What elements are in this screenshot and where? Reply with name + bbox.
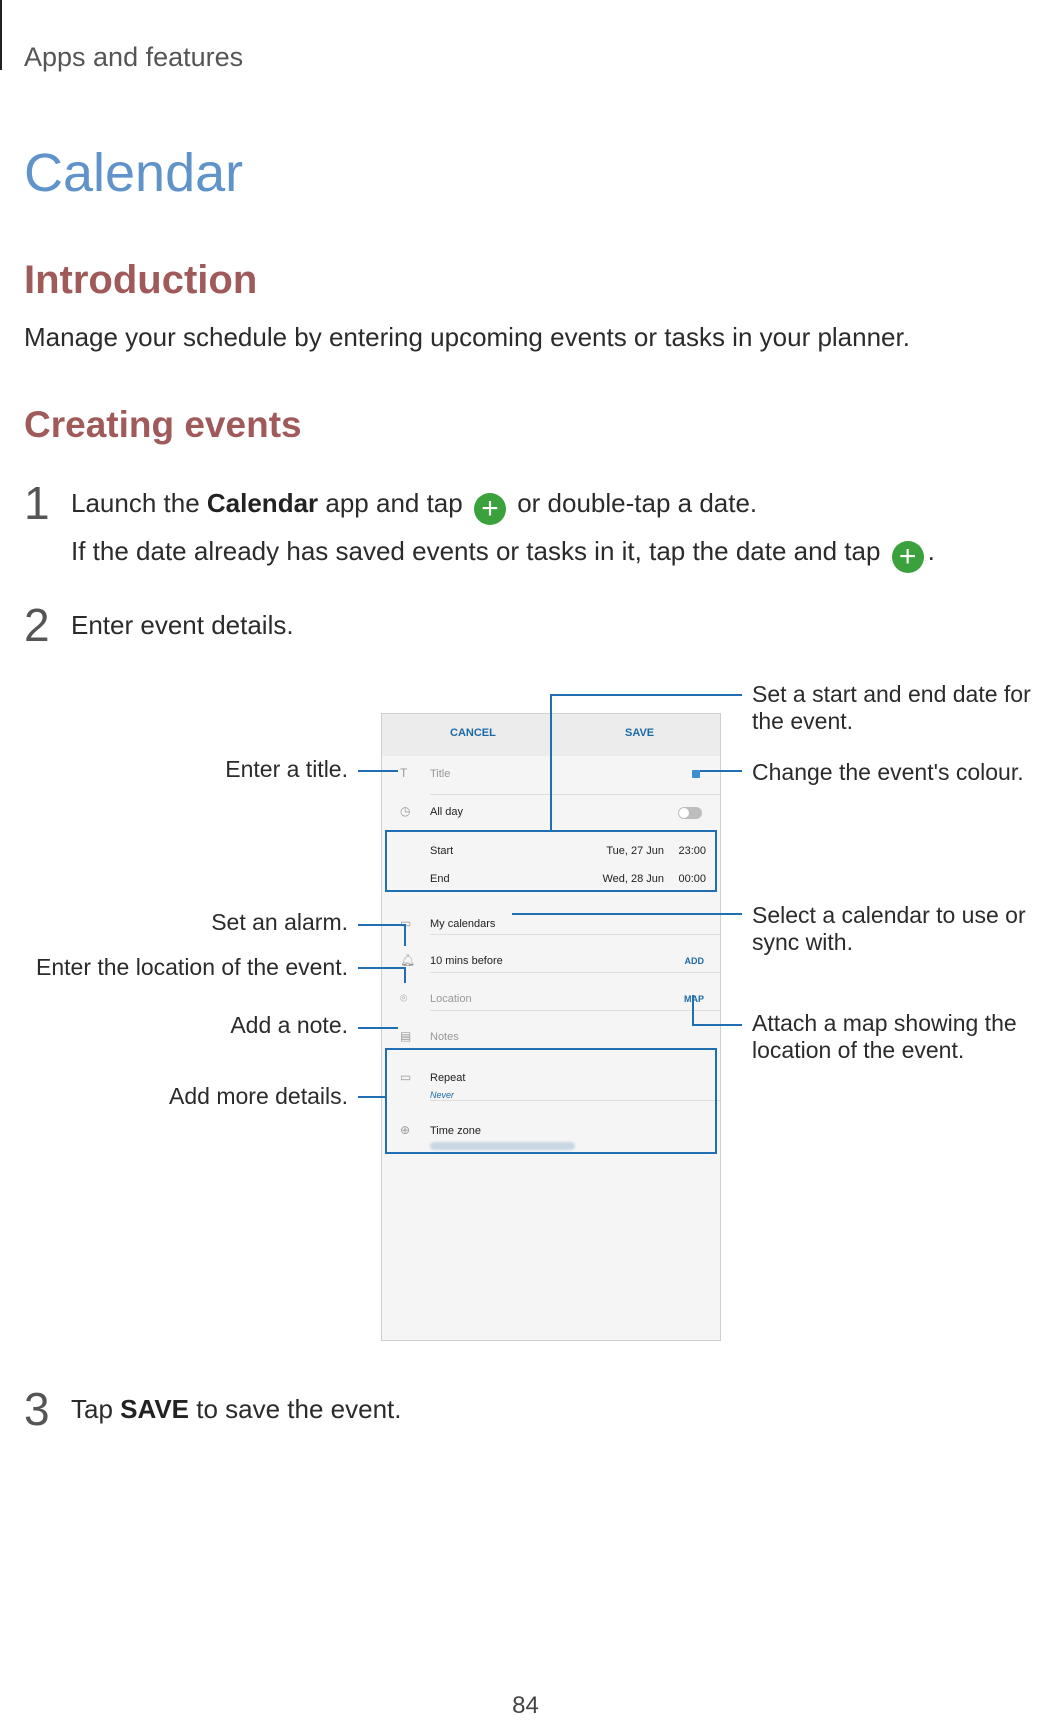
- title-row[interactable]: T Title: [382, 756, 720, 794]
- map-button[interactable]: MAP: [684, 994, 704, 1004]
- calendar-icon: ▭: [400, 916, 412, 930]
- start-time[interactable]: 23:00: [678, 845, 706, 857]
- callout-alarm: Set an alarm.: [211, 909, 348, 935]
- timezone-label: Time zone: [430, 1125, 481, 1137]
- repeat-row[interactable]: ▭ Repeat Never: [382, 1060, 720, 1100]
- callout-note: Add a note.: [230, 1012, 348, 1038]
- step-1-sub-a: If the date already has saved events or …: [71, 536, 888, 566]
- start-label: Start: [430, 845, 454, 857]
- step-1-text: Launch the Calendar app and tap + or dou…: [71, 488, 757, 525]
- location-input[interactable]: Location: [430, 993, 472, 1005]
- calendar-row[interactable]: ▭ My calendars: [382, 906, 720, 944]
- step-3-text-b: to save the event.: [189, 1394, 402, 1424]
- leader-note: [358, 1027, 398, 1029]
- page-number: 84: [512, 1692, 539, 1719]
- callout-calendar: Select a calendar to use or sync with.: [752, 902, 1026, 955]
- start-row[interactable]: Start Tue, 27 Jun 23:00: [382, 833, 720, 871]
- start-date[interactable]: Tue, 27 Jun: [606, 845, 664, 857]
- notes-row[interactable]: ▤ Notes: [382, 1019, 720, 1057]
- step-3-number: 3: [24, 1383, 50, 1435]
- leader-location-h: [358, 967, 406, 969]
- save-button[interactable]: SAVE: [625, 727, 655, 739]
- leader-location-v: [404, 967, 406, 983]
- colour-swatch[interactable]: [692, 770, 700, 778]
- plus-circle-icon: +: [891, 541, 924, 573]
- callout-map: Attach a map showing the location of the…: [752, 1010, 1017, 1063]
- alarm-value[interactable]: 10 mins before: [430, 955, 503, 967]
- leader-date-h: [550, 694, 742, 696]
- notes-icon: ▤: [400, 1029, 412, 1043]
- location-pin-icon: ⌾: [400, 991, 408, 1005]
- page-title: Calendar: [24, 143, 244, 203]
- leader-map-h: [692, 1024, 742, 1026]
- step-2-text: Enter event details.: [71, 610, 294, 640]
- alarm-row[interactable]: 🔔︎ 10 mins before ADD: [382, 943, 720, 981]
- intro-text: Manage your schedule by entering upcomin…: [24, 322, 910, 352]
- callout-location: Enter the location of the event.: [36, 954, 348, 980]
- step-3-text-a: Tap: [71, 1394, 121, 1424]
- leader-date-v: [550, 694, 552, 832]
- leader-alarm-v: [404, 924, 406, 946]
- creating-heading: Creating events: [24, 404, 302, 445]
- end-time[interactable]: 00:00: [678, 873, 706, 885]
- add-alarm-button[interactable]: ADD: [684, 956, 705, 966]
- leader-alarm-h: [358, 924, 406, 926]
- repeat-value[interactable]: Never: [430, 1090, 455, 1100]
- callout-more: Add more details.: [169, 1083, 348, 1109]
- step-1-text-b: app and tap: [318, 488, 470, 518]
- repeat-icon: ▭: [400, 1070, 412, 1084]
- callout-title: Enter a title.: [225, 756, 348, 782]
- step-2-number: 2: [24, 599, 50, 651]
- all-day-label: All day: [430, 806, 464, 818]
- callout-colour: Change the event's colour.: [752, 759, 1024, 785]
- end-date[interactable]: Wed, 28 Jun: [602, 873, 664, 885]
- leader-calendar: [512, 913, 742, 915]
- step-1-sub-b: .: [927, 536, 935, 566]
- date-highlight: [385, 830, 717, 892]
- globe-icon: ⊕: [400, 1123, 411, 1137]
- leader-title: [358, 770, 398, 772]
- step-1-bold: Calendar: [206, 488, 319, 518]
- my-calendars[interactable]: My calendars: [430, 918, 496, 930]
- title-input[interactable]: Title: [430, 768, 451, 780]
- section-header: Apps and features: [24, 42, 244, 72]
- timezone-row[interactable]: ⊕ Time zone: [382, 1113, 720, 1155]
- step-3-text: Tap SAVE to save the event.: [71, 1394, 402, 1425]
- step-1-text-c: or double-tap a date.: [509, 488, 758, 518]
- location-row[interactable]: ⌾ Location MAP: [382, 981, 720, 1019]
- leader-map-v: [692, 995, 694, 1025]
- plus-circle-icon: +: [473, 493, 506, 525]
- intro-heading: Introduction: [24, 258, 258, 302]
- repeat-label: Repeat: [430, 1072, 466, 1084]
- clock-icon: ◷: [400, 804, 411, 818]
- step-1-subtext: If the date already has saved events or …: [71, 536, 935, 573]
- callout-date: Set a start and end date for the event.: [752, 681, 1031, 734]
- step-1-text-a: Launch the: [71, 488, 207, 518]
- step-3-bold: SAVE: [120, 1394, 190, 1424]
- divider: [430, 934, 720, 935]
- leader-more: [358, 1096, 385, 1098]
- end-label: End: [430, 873, 450, 885]
- more-details-highlight: [385, 1048, 717, 1154]
- toggle-knob: [679, 808, 689, 818]
- timezone-value-blurred: [430, 1142, 575, 1150]
- divider: [430, 794, 720, 795]
- title-icon: T: [400, 766, 408, 780]
- all-day-toggle[interactable]: [678, 807, 702, 819]
- all-day-row[interactable]: ◷ All day: [382, 794, 720, 832]
- end-row[interactable]: End Wed, 28 Jun 00:00: [382, 861, 720, 899]
- notes-input[interactable]: Notes: [430, 1031, 459, 1043]
- divider: [430, 1100, 720, 1101]
- step-1-number: 1: [24, 477, 50, 529]
- leader-colour: [700, 770, 742, 772]
- cancel-button[interactable]: CANCEL: [450, 727, 496, 739]
- divider: [430, 1010, 720, 1011]
- header-rule: [0, 0, 2, 70]
- divider: [430, 972, 720, 973]
- bell-icon: 🔔︎: [400, 953, 416, 967]
